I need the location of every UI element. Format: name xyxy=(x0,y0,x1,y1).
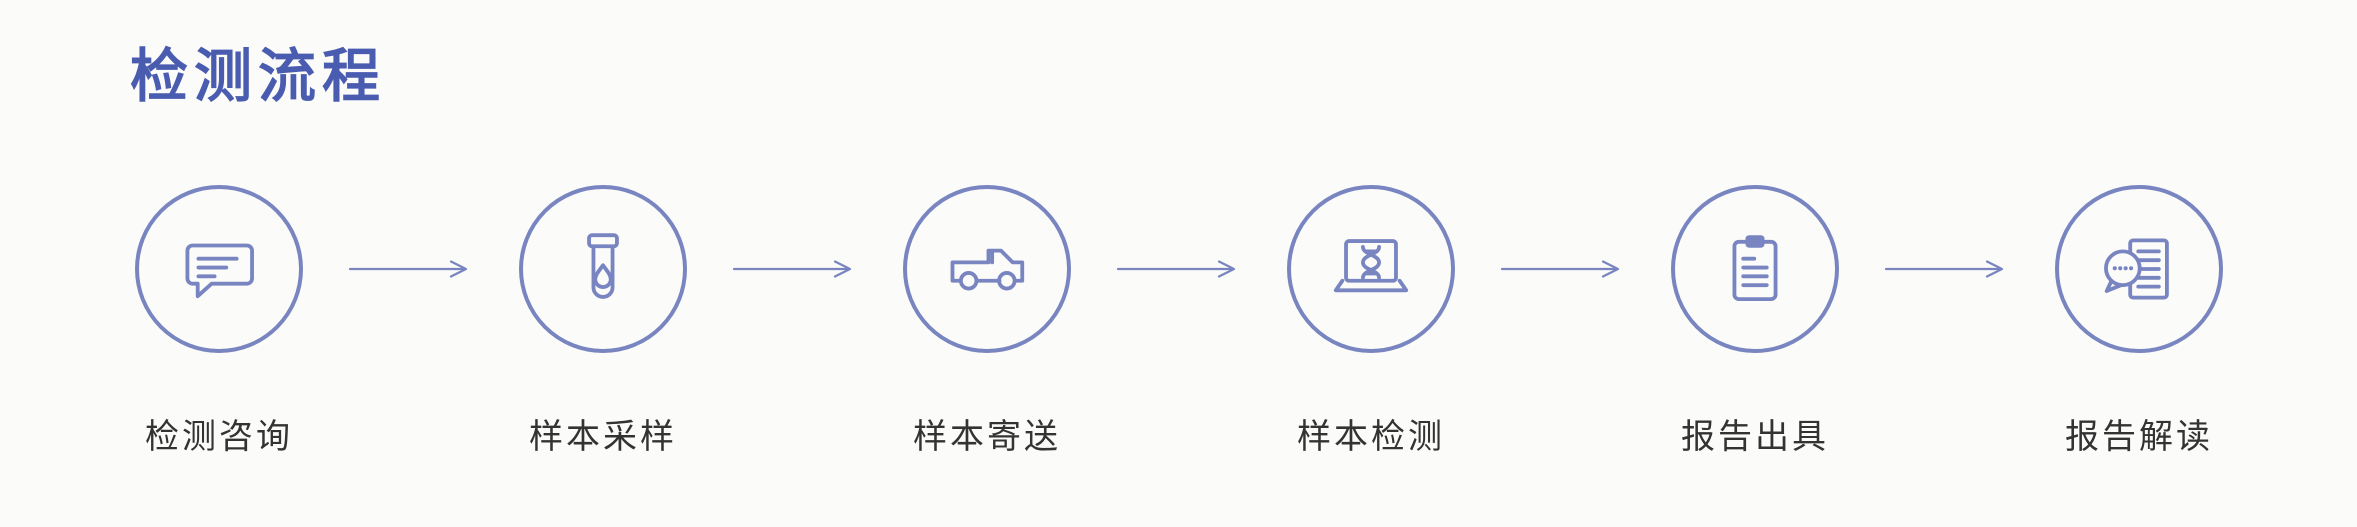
step-label: 样本检测 xyxy=(1297,417,1445,456)
chat-document-icon xyxy=(2104,238,2169,300)
flow-step-consultation: 检测咨询 xyxy=(130,184,308,458)
test-tube-icon xyxy=(587,232,619,299)
step-label: 样本寄送 xyxy=(913,417,1061,456)
flow-arrow xyxy=(692,256,898,282)
flow-arrow xyxy=(1076,256,1282,282)
flow-arrow xyxy=(308,256,514,282)
flow-arrow xyxy=(1460,256,1666,282)
process-flow: 检测咨询 样本采样 xyxy=(130,184,2357,458)
step-circle xyxy=(903,184,1071,353)
flow-arrow xyxy=(1844,256,2050,282)
flow-step-testing: 样本检测 xyxy=(1282,184,1460,458)
step-circle xyxy=(2055,184,2223,353)
step-label: 样本采样 xyxy=(529,417,677,456)
laptop-dna-icon xyxy=(1333,238,1409,292)
flow-step-sampling: 样本采样 xyxy=(514,184,692,458)
step-label: 检测咨询 xyxy=(145,417,293,456)
step-circle xyxy=(135,184,303,353)
step-circle xyxy=(519,184,687,353)
page-title: 检测流程 xyxy=(130,44,387,109)
flow-step-report-issue: 报告出具 xyxy=(1666,184,1844,458)
chat-bubble-icon xyxy=(185,243,254,298)
step-circle xyxy=(1671,184,1839,353)
flow-step-report-interpretation: 报告解读 xyxy=(2050,184,2228,458)
testing-process-section: 检测流程 检测咨询 xyxy=(130,44,2357,458)
flow-step-shipping: 样本寄送 xyxy=(898,184,1076,458)
clipboard-report-icon xyxy=(1732,234,1778,301)
truck-icon xyxy=(950,248,1025,291)
step-label: 报告解读 xyxy=(2065,417,2213,456)
step-circle xyxy=(1287,184,1455,353)
step-label: 报告出具 xyxy=(1681,417,1829,456)
